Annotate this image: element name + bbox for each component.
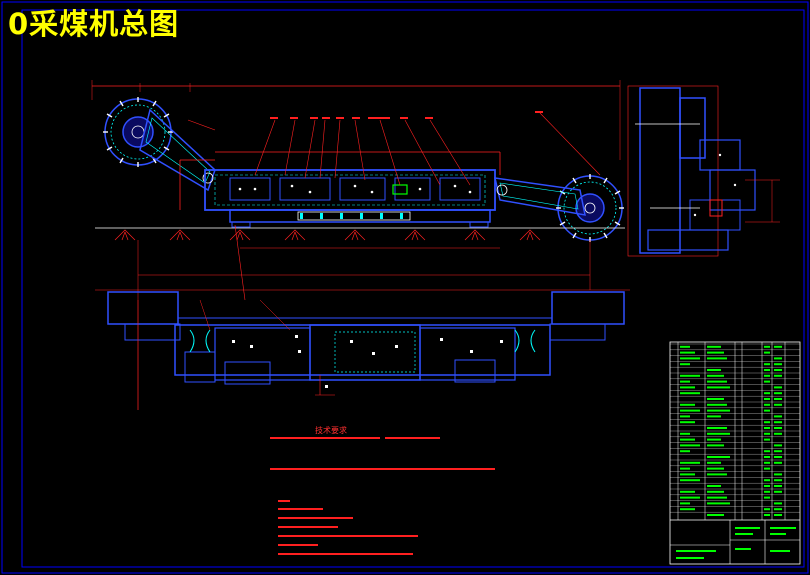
machine-body bbox=[179, 151, 501, 211]
drawing-title: 0采煤机总图 bbox=[8, 7, 180, 41]
right-cutting-drum bbox=[556, 174, 624, 242]
left-cutting-drum bbox=[103, 97, 173, 167]
right-ranging-arm bbox=[494, 177, 586, 216]
plan-view bbox=[95, 289, 630, 410]
inner-frame bbox=[21, 9, 805, 568]
technical-notes-heading: 技术要求 bbox=[315, 426, 347, 435]
side-elevation-view bbox=[91, 80, 625, 410]
technical-notes bbox=[270, 437, 495, 555]
end-view bbox=[627, 85, 780, 257]
traction-frame bbox=[229, 209, 491, 228]
floor-line bbox=[95, 227, 625, 241]
parts-list-table bbox=[669, 341, 801, 565]
left-ranging-arm bbox=[139, 108, 216, 192]
